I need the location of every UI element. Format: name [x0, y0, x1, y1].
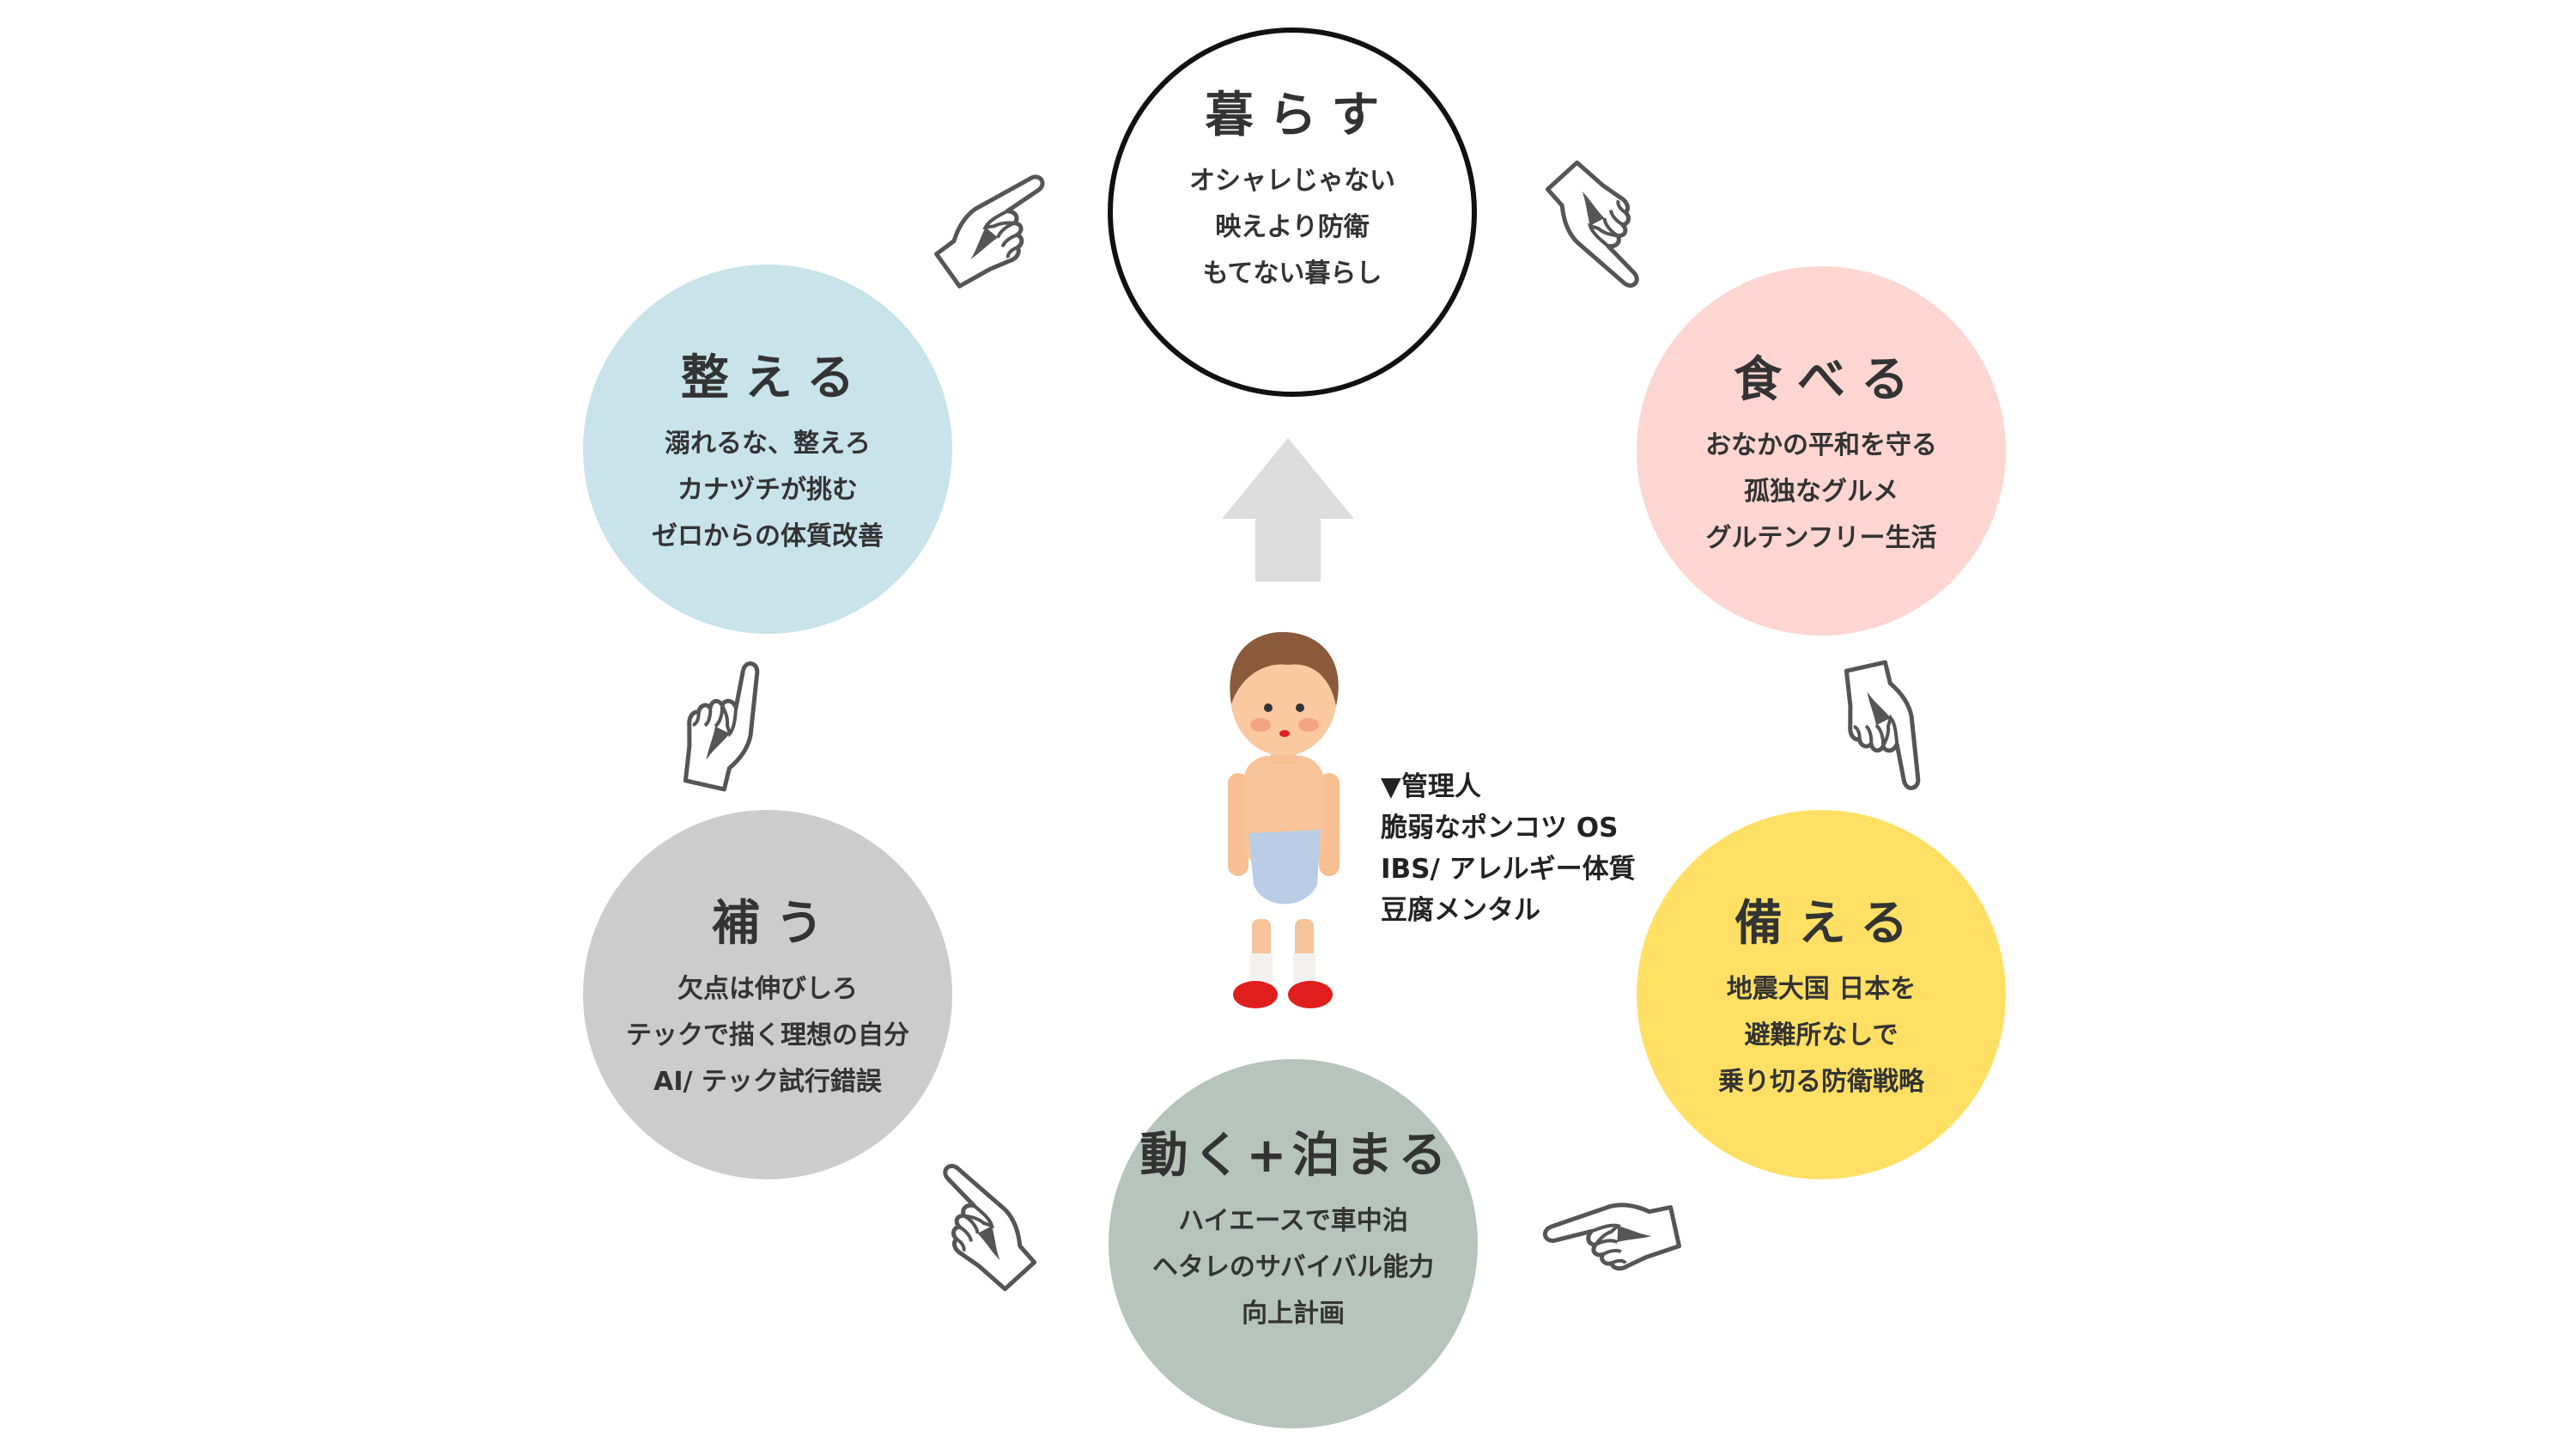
circle-line: テックで描く理想の自分: [626, 1020, 909, 1050]
cycle-circle-kurasu: 暮らす オシャレじゃない 映えより防衛 もてない暮らし: [1108, 27, 1477, 397]
cycle-circle-oginau: 補う 欠点は伸びしろ テックで描く理想の自分 AI/ テック試行錯誤: [583, 810, 952, 1179]
pointing-hand-icon: [668, 654, 775, 799]
manager-line: IBS/ アレルギー体質: [1381, 854, 1636, 885]
circle-title: 補う: [712, 895, 839, 952]
pointing-hand-icon: [1531, 1161, 1698, 1312]
circle-line: 映えより防衛: [1215, 211, 1370, 242]
manager-line: 脆弱なポンコツ OS: [1381, 813, 1619, 843]
circle-line: ヘタレのサバイバル能力: [1151, 1251, 1435, 1282]
cycle-circle-taberu: 食べる おなかの平和を守る 孤独なグルメ グルテンフリー生活: [1637, 266, 2006, 636]
circle-line: 乗り切る防衛戦略: [1718, 1066, 1924, 1097]
circle-line: もてない暮らし: [1202, 258, 1382, 289]
manager-profile: ▼管理人 脆弱なポンコツ OS IBS/ アレルギー体質 豆腐メンタル: [1381, 766, 1636, 931]
circle-title: 動く+泊まる: [1139, 1127, 1452, 1184]
circle-line: 避難所なしで: [1744, 1020, 1899, 1050]
pointing-hand-icon: [916, 166, 1076, 298]
circle-line: 向上計画: [1242, 1298, 1345, 1329]
pointing-hand-icon: [1829, 654, 1935, 799]
circle-line: 溺れるな、整えろ: [665, 428, 871, 459]
pointing-hand-icon: [1518, 148, 1685, 298]
circle-line: AI/ テック試行錯誤: [653, 1066, 882, 1097]
circle-line: 欠点は伸びしろ: [677, 973, 858, 1004]
circle-line: カナヅチが挑む: [677, 474, 858, 505]
cycle-circle-ugoku-tomaru: 動く+泊まる ハイエースで車中泊 ヘタレのサバイバル能力 向上計画: [1109, 1059, 1478, 1428]
circle-line: ハイエースで車中泊: [1178, 1205, 1408, 1236]
cycle-circle-sonaeru: 備える 地震大国 日本を 避難所なしで 乗り切る防衛戦略: [1637, 810, 2006, 1179]
up-arrow-icon: [1222, 438, 1354, 581]
doll-image: [1228, 631, 1340, 1008]
circle-line: 孤独なグルメ: [1744, 476, 1899, 507]
circle-line: 地震大国 日本を: [1726, 973, 1917, 1004]
circle-title: 備える: [1734, 895, 1924, 952]
manager-line: 豆腐メンタル: [1381, 895, 1540, 926]
circle-line: オシャレじゃない: [1189, 165, 1395, 196]
circle-line: グルテンフリー生活: [1705, 522, 1937, 553]
circle-title: 整える: [680, 350, 871, 406]
manager-heading: ▼管理人: [1381, 771, 1481, 802]
circle-title: 食べる: [1734, 351, 1924, 408]
circle-line: おなかの平和を守る: [1705, 429, 1937, 460]
circle-title: 暮らす: [1205, 87, 1395, 143]
cycle-circle-totonoeru: 整える 溺れるな、整えろ カナヅチが挑む ゼロからの体質改善: [583, 265, 952, 634]
pointing-hand-icon: [897, 1153, 1064, 1303]
circle-line: ゼロからの体質改善: [652, 521, 884, 551]
